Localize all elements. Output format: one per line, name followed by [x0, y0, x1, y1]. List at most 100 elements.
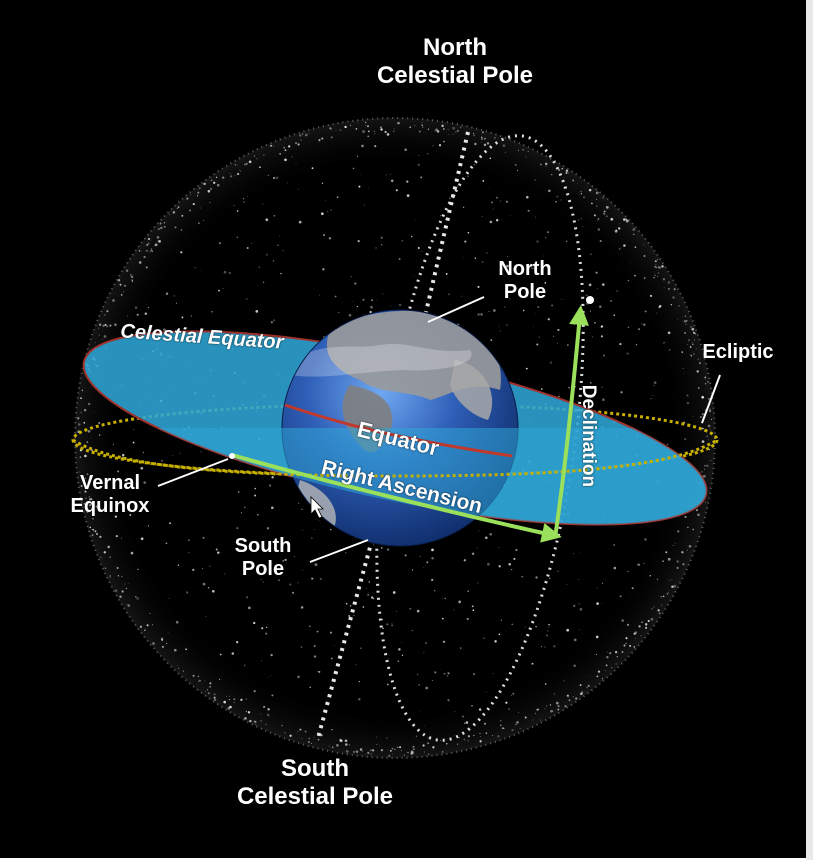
star [199, 207, 201, 209]
star [389, 174, 391, 175]
star [423, 725, 425, 727]
star [701, 440, 705, 443]
star [134, 306, 138, 309]
star [307, 740, 311, 744]
star [427, 737, 428, 739]
star [318, 138, 321, 142]
star [412, 745, 415, 748]
star [310, 537, 313, 539]
star [149, 251, 151, 253]
star [204, 680, 206, 682]
earth-landmass-asia-east [450, 360, 493, 420]
star [77, 417, 80, 420]
star [590, 253, 592, 255]
star [127, 604, 131, 607]
star [701, 413, 704, 416]
star [493, 309, 496, 312]
star [301, 508, 303, 510]
star [672, 296, 675, 299]
star [249, 319, 251, 321]
star [593, 214, 596, 217]
star [632, 228, 636, 231]
star [663, 342, 665, 344]
star [365, 754, 367, 755]
star [640, 635, 642, 637]
star [586, 340, 588, 342]
star [283, 146, 286, 149]
star [527, 209, 530, 212]
star [84, 454, 87, 458]
star [85, 497, 87, 500]
star [686, 549, 688, 551]
star [492, 208, 494, 210]
star [600, 325, 604, 328]
star [703, 468, 706, 471]
star [198, 681, 200, 683]
star [98, 514, 99, 516]
star [605, 670, 606, 671]
star [445, 272, 448, 275]
star [534, 312, 536, 314]
star [112, 444, 114, 446]
star [483, 637, 485, 639]
star [134, 595, 137, 598]
star [125, 269, 129, 272]
star [274, 155, 276, 157]
star [532, 267, 535, 270]
frame-border [806, 0, 813, 860]
star [144, 629, 146, 631]
star [254, 487, 256, 490]
star [431, 556, 434, 560]
star [146, 624, 149, 627]
star [313, 655, 317, 658]
star [619, 595, 622, 598]
star [197, 675, 199, 677]
star [490, 339, 493, 341]
star [388, 658, 390, 660]
star [438, 144, 442, 147]
star [667, 443, 669, 446]
star [328, 127, 332, 130]
star [471, 552, 475, 556]
star [561, 298, 563, 300]
star [384, 130, 387, 134]
star [594, 321, 596, 324]
star [704, 376, 707, 379]
star [659, 266, 662, 269]
star [145, 244, 147, 246]
star [175, 620, 179, 624]
star [602, 212, 606, 215]
star [557, 704, 560, 708]
star [434, 671, 437, 674]
star [86, 510, 89, 514]
star [279, 153, 281, 155]
star [623, 644, 626, 647]
star [173, 295, 176, 297]
star [243, 506, 246, 509]
star [599, 240, 602, 243]
star [406, 194, 410, 197]
star [358, 185, 361, 188]
star [369, 310, 372, 314]
star [537, 306, 540, 308]
star [480, 136, 483, 139]
star [695, 348, 697, 350]
star [349, 605, 352, 607]
star [621, 619, 625, 622]
star [498, 547, 500, 548]
north-pole-label: North Pole [498, 258, 552, 303]
star [489, 533, 492, 536]
star [95, 341, 97, 343]
star [323, 234, 326, 237]
star [93, 412, 94, 413]
star [260, 579, 262, 580]
star [350, 276, 352, 278]
star [100, 556, 102, 558]
star [627, 279, 630, 282]
south-pole-leader [309, 539, 369, 563]
star [79, 471, 81, 473]
star [431, 578, 434, 582]
star [145, 249, 149, 253]
star [609, 652, 612, 655]
star [519, 727, 521, 729]
